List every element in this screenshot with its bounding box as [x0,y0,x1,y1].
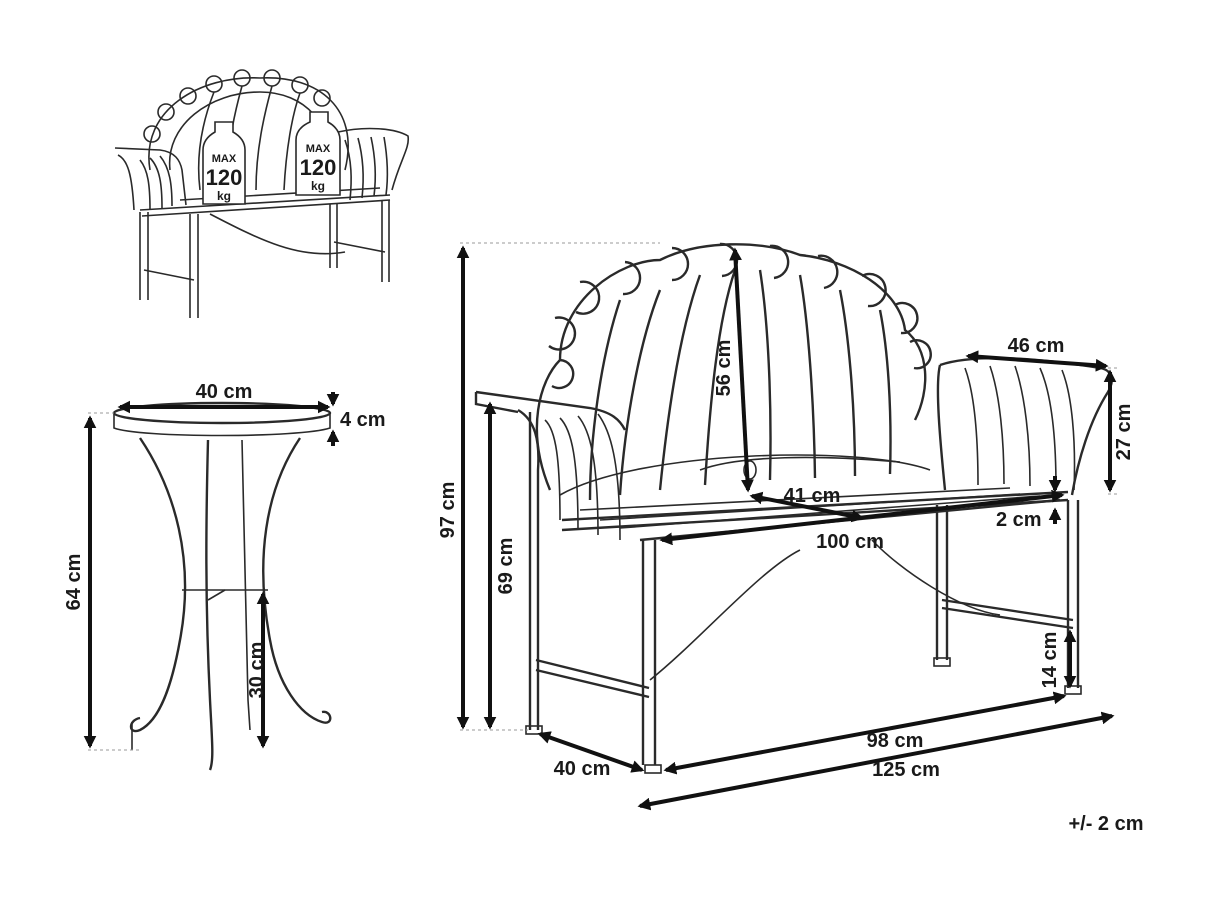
weight-max-label: MAX [306,143,331,155]
bench-armrest-height-label: 69 cm [495,538,517,595]
bench-seat-thickness-label: 2 cm [996,509,1042,531]
weight-value: 120 [300,155,337,180]
table-top-thickness-label: 4 cm [340,409,386,431]
bench-total-height-label: 97 cm [437,482,459,539]
table-height-label: 64 cm [63,554,85,611]
weight-unit: kg [217,189,231,203]
weight-badge-left: MAX 120 kg [202,121,246,205]
tolerance-note: +/- 2 cm [1068,813,1143,835]
table-shelf-height-label: 30 cm [246,642,268,699]
bench-leg-depth-label: 40 cm [554,758,611,780]
weight-max-label: MAX [212,153,237,165]
weight-value: 120 [206,165,243,190]
side-table-illustration [112,401,332,771]
bench-total-width-label: 125 cm [872,759,940,781]
table-diameter-label: 40 cm [196,381,253,403]
bench-seat-depth-label: 41 cm [784,485,841,507]
bench-armrest-rise-label: 27 cm [1113,404,1135,461]
bench-backrest-height-label: 56 cm [713,340,735,397]
bench-seat-width-label: 100 cm [816,531,884,553]
small-bench-illustration [114,69,410,318]
bench-armrest-length-label: 46 cm [1008,335,1065,357]
bench-leg-width-label: 98 cm [867,730,924,752]
bench-ground-clearance-label: 14 cm [1039,632,1061,689]
weight-badge-right: MAX 120 kg [295,111,341,196]
weight-unit: kg [311,179,325,193]
